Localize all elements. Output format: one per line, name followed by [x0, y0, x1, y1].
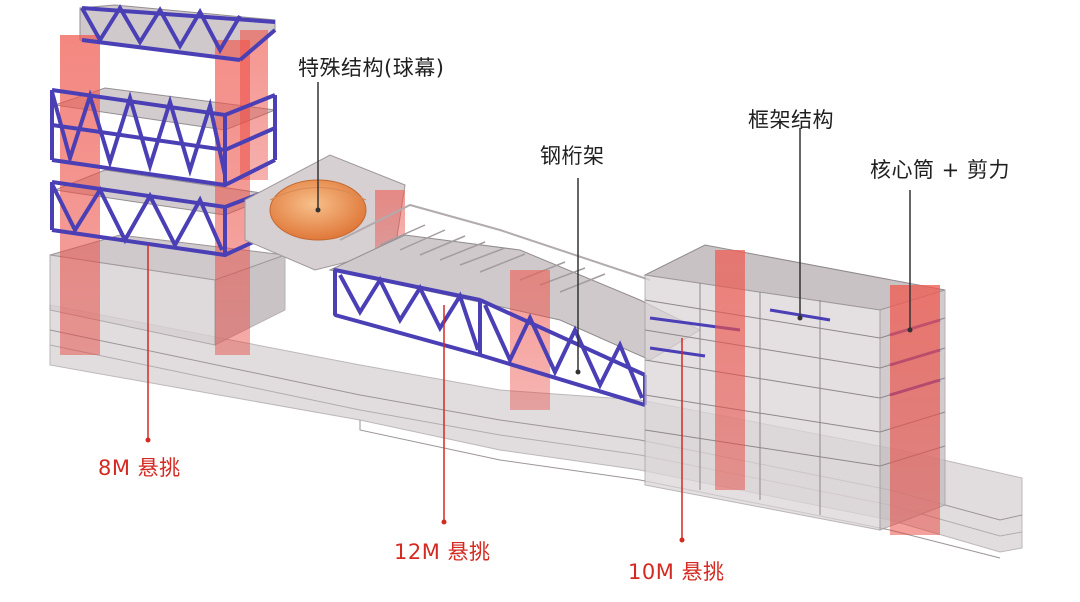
right-tower [643, 244, 946, 535]
label-core-shear: 核心筒 + 剪力 [870, 158, 1010, 182]
dome-platform [244, 154, 406, 271]
leader-lines [145, 82, 913, 543]
label-cantilever-12m: 12M 悬挑 [394, 540, 491, 564]
label-frame-structure: 框架结构 [748, 108, 834, 132]
label-cantilever-10m: 10M 悬挑 [628, 560, 725, 584]
label-steel-truss: 钢桁架 [540, 144, 605, 168]
bridge-deck [328, 203, 702, 410]
label-cantilever-8m: 8M 悬挑 [98, 456, 181, 480]
left-tower [49, 4, 286, 355]
steel-truss [333, 268, 647, 407]
label-special-structure: 特殊结构(球幕) [298, 56, 445, 80]
